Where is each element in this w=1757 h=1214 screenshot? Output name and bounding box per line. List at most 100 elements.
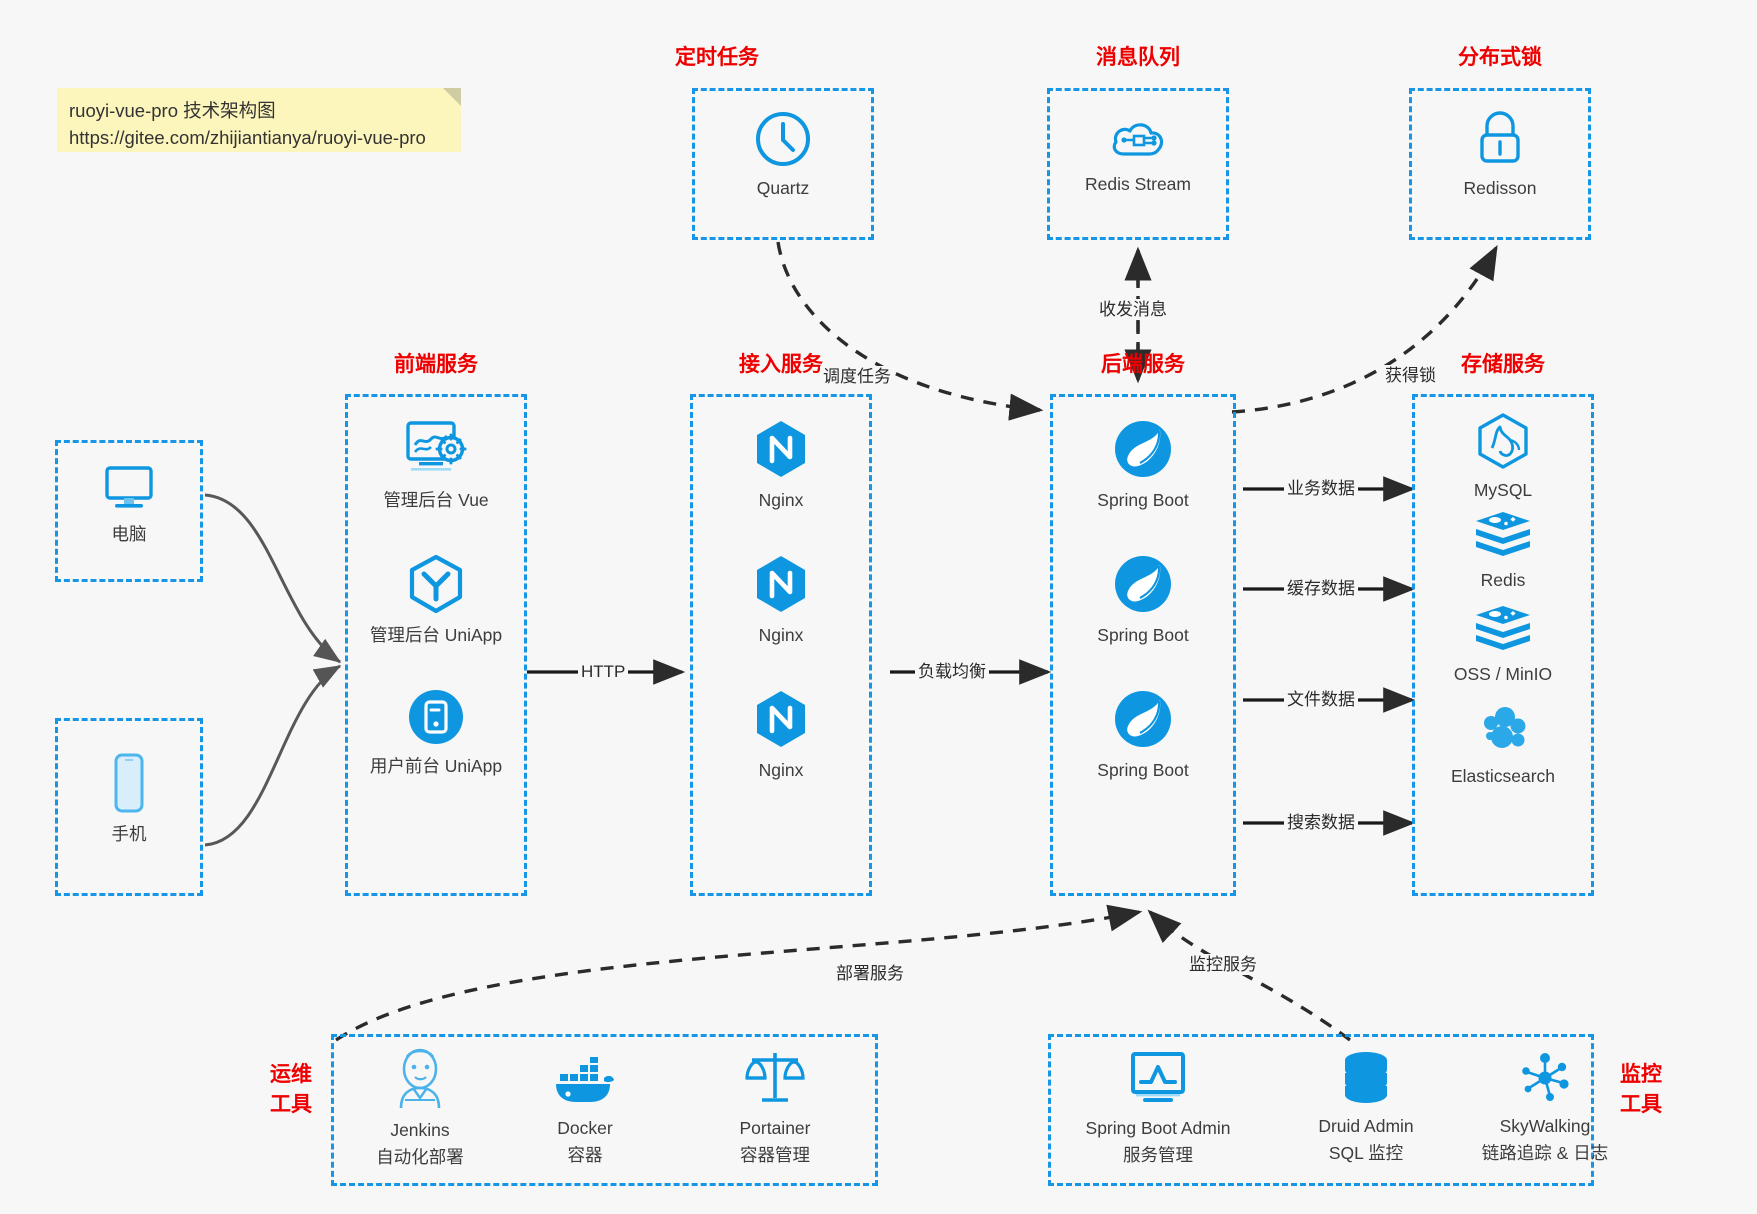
node-admin-vue[interactable]: 管理后台 Vue xyxy=(330,418,542,512)
node-label: Nginx xyxy=(758,760,804,780)
group-box-scheduled-task xyxy=(692,88,874,240)
group-box-frontend xyxy=(345,394,527,896)
node-nginx-1[interactable]: Nginx xyxy=(690,418,872,512)
node-label: 手机 xyxy=(111,824,147,844)
node-label: MySQL xyxy=(1473,480,1533,500)
database-icon xyxy=(1337,1050,1395,1111)
node-spring-boot-admin[interactable]: Spring Boot Admin 服务管理 xyxy=(1058,1050,1258,1167)
docker-icon xyxy=(552,1056,618,1113)
clock-icon xyxy=(754,110,812,173)
group-box-message-queue xyxy=(1047,88,1229,240)
node-label: Spring Boot xyxy=(1097,760,1189,780)
node-label: 管理后台 Vue xyxy=(383,490,489,510)
group-title-monitoring-line1: 监控 xyxy=(1620,1063,1662,1086)
node-label: Spring Boot xyxy=(1097,625,1189,645)
spring-boot-icon xyxy=(1112,688,1174,755)
node-druid-admin[interactable]: Druid Admin SQL 监控 xyxy=(1276,1050,1456,1165)
node-spring-boot-3[interactable]: Spring Boot xyxy=(1040,688,1246,782)
node-portainer[interactable]: Portainer 容器管理 xyxy=(690,1048,860,1167)
node-label: Redisson xyxy=(1463,178,1537,198)
node-mysql[interactable]: MySQL xyxy=(1402,412,1604,502)
edge-label-schedule-task: 调度任务 xyxy=(820,366,894,387)
edge-label-load-balance: 负载均衡 xyxy=(915,661,989,682)
group-title-devops-line1: 运维 xyxy=(270,1063,312,1086)
node-label: Docker xyxy=(557,1118,613,1138)
node-spring-boot-2[interactable]: Spring Boot xyxy=(1040,553,1246,647)
group-title-devops-line2: 工具 xyxy=(270,1093,312,1116)
edge-desktop-to-frontend xyxy=(204,493,342,664)
group-box-devops xyxy=(331,1034,878,1186)
node-docker[interactable]: Docker 容器 xyxy=(505,1056,665,1167)
node-label: Nginx xyxy=(758,490,804,510)
mysql-icon xyxy=(1474,412,1532,475)
desktop-icon xyxy=(101,462,157,519)
node-label: Elasticsearch xyxy=(1450,766,1556,786)
node-label: 电脑 xyxy=(111,524,147,544)
node-sublabel: 链路追踪 & 日志 xyxy=(1481,1143,1609,1163)
edge-monitor-service xyxy=(1147,909,1352,1042)
group-box-client-desktop xyxy=(55,440,203,582)
cloud-network-icon xyxy=(1108,114,1168,169)
app-circle-icon xyxy=(407,688,465,751)
group-title-monitoring: 监控 工具 xyxy=(1608,1060,1674,1120)
group-title-scheduled-task: 定时任务 xyxy=(675,46,759,69)
monitor-chart-icon xyxy=(1127,1050,1189,1113)
dashboard-gear-icon xyxy=(403,418,469,485)
node-oss-minio[interactable]: OSS / MinIO xyxy=(1402,604,1604,686)
node-mobile[interactable]: 手机 xyxy=(55,752,203,846)
edge-label-send-receive-message: 收发消息 xyxy=(1096,299,1170,320)
node-skywalking[interactable]: SkyWalking 链路追踪 & 日志 xyxy=(1450,1050,1640,1165)
note-url: https://gitee.com/zhijiantianya/ruoyi-vu… xyxy=(69,127,426,148)
edge-label-acquire-lock: 获得锁 xyxy=(1382,365,1439,386)
node-sublabel: 自动化部署 xyxy=(376,1147,464,1167)
group-title-gateway: 接入服务 xyxy=(739,353,823,376)
edge-label-business-data: 业务数据 xyxy=(1284,478,1358,499)
group-box-backend xyxy=(1050,394,1236,896)
node-label: Spring Boot Admin xyxy=(1085,1118,1231,1138)
group-title-frontend: 前端服务 xyxy=(394,353,478,376)
jenkins-icon xyxy=(389,1046,451,1115)
node-user-uniapp[interactable]: 用户前台 UniApp xyxy=(330,688,542,778)
node-label: SkyWalking xyxy=(1499,1116,1591,1136)
node-label: 管理后台 UniApp xyxy=(369,625,503,645)
edge-deploy-service xyxy=(335,904,1143,1042)
hex-cube-icon xyxy=(407,553,465,620)
node-quartz[interactable]: Quartz xyxy=(692,110,874,200)
edge-label-search-data: 搜索数据 xyxy=(1284,812,1358,833)
node-sublabel: 容器管理 xyxy=(740,1145,810,1165)
node-elasticsearch[interactable]: Elasticsearch xyxy=(1402,700,1604,788)
edge-label-cache-data: 缓存数据 xyxy=(1284,578,1358,599)
group-box-gateway xyxy=(690,394,872,896)
redis-icon xyxy=(1473,604,1533,659)
nginx-icon xyxy=(752,553,810,620)
nginx-icon xyxy=(752,418,810,485)
node-redis-stream[interactable]: Redis Stream xyxy=(1047,114,1229,196)
mobile-icon xyxy=(109,752,149,819)
node-jenkins[interactable]: Jenkins 自动化部署 xyxy=(340,1046,500,1169)
node-redis[interactable]: Redis xyxy=(1402,510,1604,592)
lock-icon xyxy=(1474,110,1526,173)
group-box-storage xyxy=(1412,394,1594,896)
node-label: Redis Stream xyxy=(1084,174,1191,194)
scales-icon xyxy=(744,1048,806,1113)
diagram-note: ruoyi-vue-pro 技术架构图 https://gitee.com/zh… xyxy=(57,88,461,152)
edge-schedule-task xyxy=(776,241,1044,421)
node-spring-boot-1[interactable]: Spring Boot xyxy=(1040,418,1246,512)
node-desktop[interactable]: 电脑 xyxy=(55,462,203,546)
node-label: OSS / MinIO xyxy=(1453,664,1553,684)
note-fold-icon xyxy=(443,88,461,106)
edge-mobile-to-frontend xyxy=(204,664,342,847)
edge-label-file-data: 文件数据 xyxy=(1284,689,1358,710)
node-label: Quartz xyxy=(756,178,810,198)
node-redisson[interactable]: Redisson xyxy=(1409,110,1591,200)
node-admin-uniapp[interactable]: 管理后台 UniApp xyxy=(330,553,542,647)
node-nginx-2[interactable]: Nginx xyxy=(690,553,872,647)
nginx-icon xyxy=(752,688,810,755)
node-label: Portainer xyxy=(739,1118,811,1138)
node-nginx-3[interactable]: Nginx xyxy=(690,688,872,782)
edge-label-http: HTTP xyxy=(578,661,629,682)
group-box-client-mobile xyxy=(55,718,203,896)
node-sublabel: 服务管理 xyxy=(1123,1145,1193,1165)
group-title-message-queue: 消息队列 xyxy=(1096,46,1180,69)
node-label: Spring Boot xyxy=(1097,490,1189,510)
